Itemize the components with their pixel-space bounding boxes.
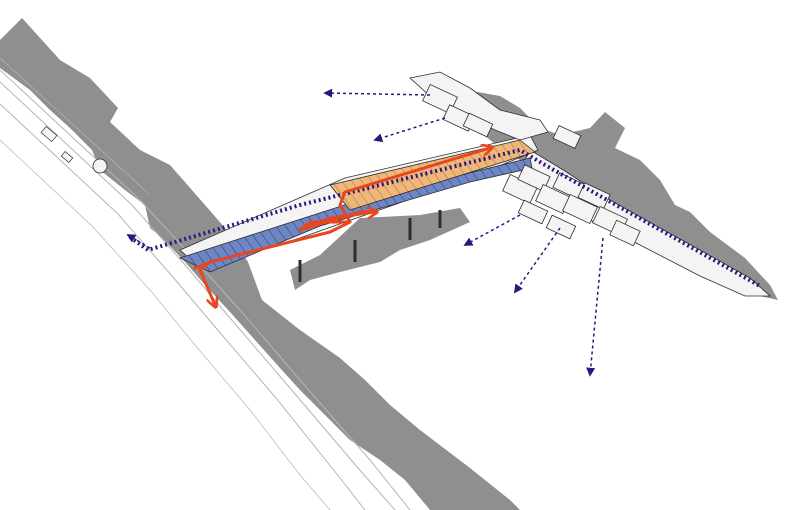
- view-axis-arrows: [126, 88, 604, 377]
- footbridge-structure: [179, 71, 772, 297]
- pedestrian-circulation-path: [193, 148, 490, 305]
- river-bank-shadow: [0, 18, 778, 510]
- building-cluster-right: [422, 83, 641, 247]
- street-edge: [0, 57, 411, 510]
